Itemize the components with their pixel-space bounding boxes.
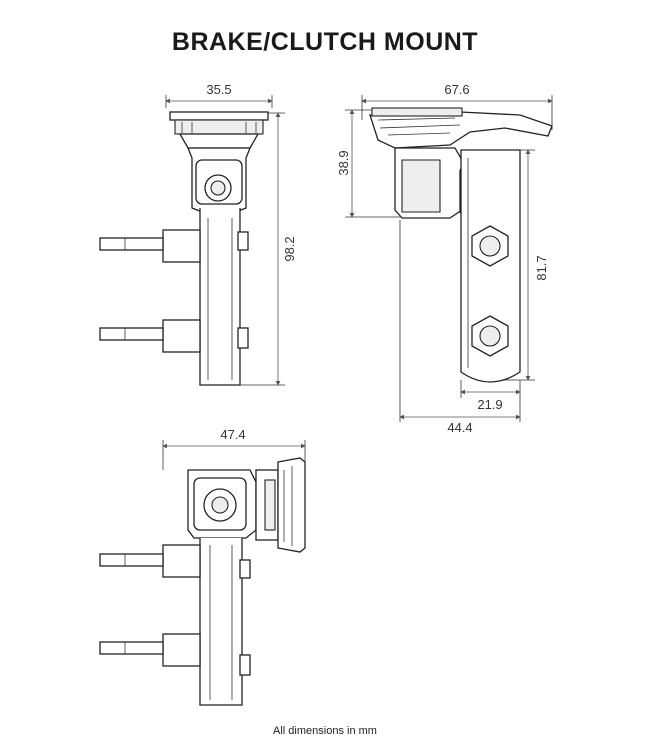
dim-side-arm-width: 21.9 [477,397,502,412]
side-view: 67.6 38.9 81.7 21.9 44.4 [336,82,553,435]
bottom-view: 47.4 [99,427,306,706]
dim-front-height: 98.2 [282,236,297,261]
dim-side-head-height: 38.9 [336,150,351,175]
page-title: BRAKE/CLUTCH MOUNT [171,28,479,56]
dim-side-total-width: 44.4 [447,420,472,435]
dim-side-width: 67.6 [444,82,469,97]
dim-front-width: 35.5 [206,82,231,97]
dim-side-arm-height: 81.7 [534,255,549,280]
footer-note: All dimensions in mm [273,725,377,737]
dim-bottom-width: 47.4 [220,427,245,442]
front-view: 35.5 98.2 [99,82,297,386]
